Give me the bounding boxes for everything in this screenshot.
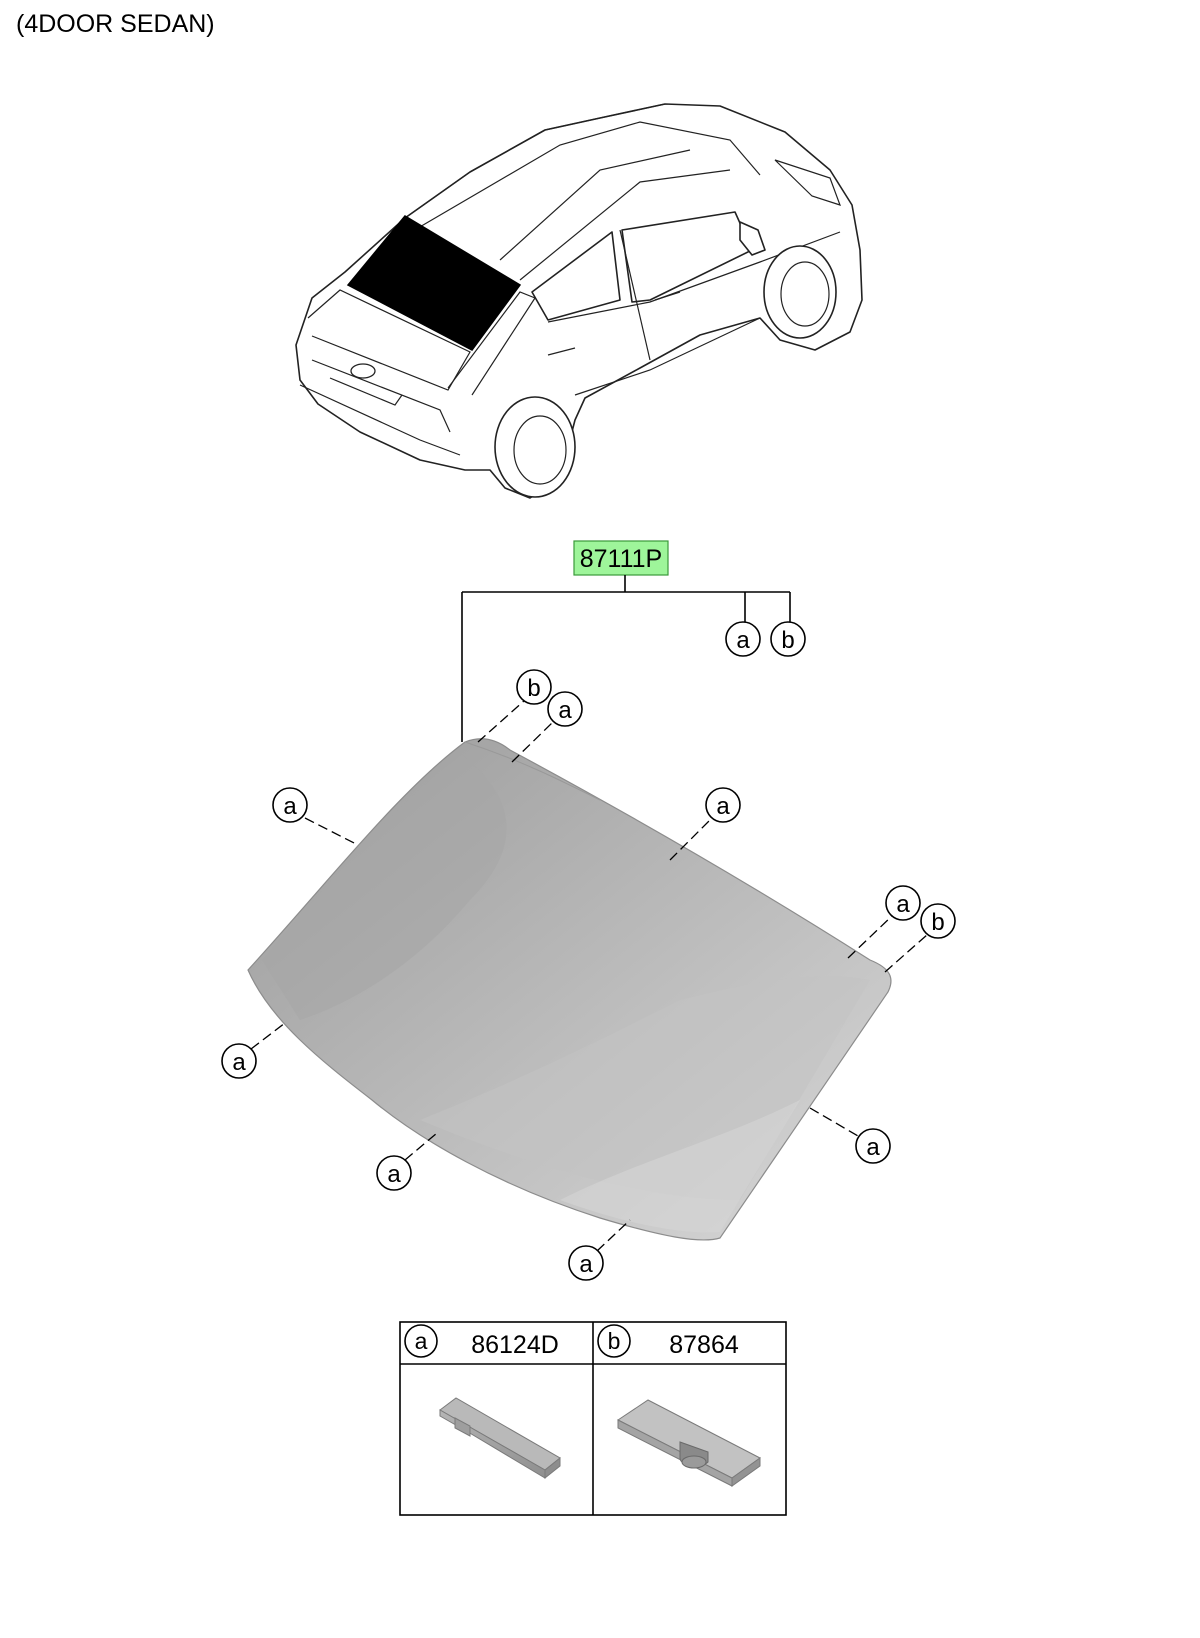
callout-a-bracket[interactable]: a <box>725 621 761 657</box>
legend-part-number-b: 87864 <box>669 1331 739 1359</box>
svg-text:a: a <box>736 627 750 654</box>
front-wheel <box>763 245 837 339</box>
svg-text:a: a <box>896 891 910 918</box>
svg-text:b: b <box>781 627 794 654</box>
svg-text:a: a <box>232 1049 246 1076</box>
rear-window-highlight <box>346 215 522 351</box>
main-part-number: 87111P <box>580 545 662 573</box>
svg-text:a: a <box>716 793 730 820</box>
callout-a-left-upper[interactable]: a <box>272 787 308 823</box>
clip-86124d-icon <box>439 1397 561 1480</box>
windshield-glass[interactable] <box>247 738 892 1241</box>
part-label-87111p[interactable]: 87111P <box>573 540 669 576</box>
callout-a-top[interactable]: a <box>547 691 583 727</box>
clip-87864-icon <box>617 1399 761 1487</box>
callout-b-top[interactable]: b <box>516 669 552 705</box>
svg-text:b: b <box>527 675 540 702</box>
legend-part-number-a: 86124D <box>471 1331 559 1359</box>
page-title: (4DOOR SEDAN) <box>16 10 215 38</box>
callout-a-bottom[interactable]: a <box>568 1245 604 1281</box>
svg-text:b: b <box>608 1328 621 1354</box>
svg-text:a: a <box>415 1328 428 1354</box>
svg-text:a: a <box>579 1251 593 1278</box>
leader-lines <box>250 699 929 1252</box>
part-bracket <box>461 575 791 742</box>
callout-a-left-lower[interactable]: a <box>221 1043 257 1079</box>
brand-emblem-icon <box>350 363 376 379</box>
rear-wheel <box>494 396 576 498</box>
callout-a-bottom-left[interactable]: a <box>376 1155 412 1191</box>
callout-b-right[interactable]: b <box>920 903 956 939</box>
svg-text:a: a <box>387 1161 401 1188</box>
callout-b-bracket[interactable]: b <box>770 621 806 657</box>
callout-a-top-center[interactable]: a <box>705 787 741 823</box>
legend-table: a 86124D b 87864 <box>399 1321 787 1516</box>
svg-text:a: a <box>866 1134 880 1161</box>
svg-text:a: a <box>558 697 572 724</box>
svg-text:a: a <box>283 793 297 820</box>
legend-item-a[interactable]: a 86124D <box>404 1324 561 1480</box>
legend-item-b[interactable]: b 87864 <box>597 1324 761 1487</box>
callout-a-right-upper[interactable]: a <box>885 885 921 921</box>
car-illustration <box>295 103 863 499</box>
svg-text:b: b <box>931 909 944 936</box>
callout-a-right-lower[interactable]: a <box>855 1128 891 1164</box>
